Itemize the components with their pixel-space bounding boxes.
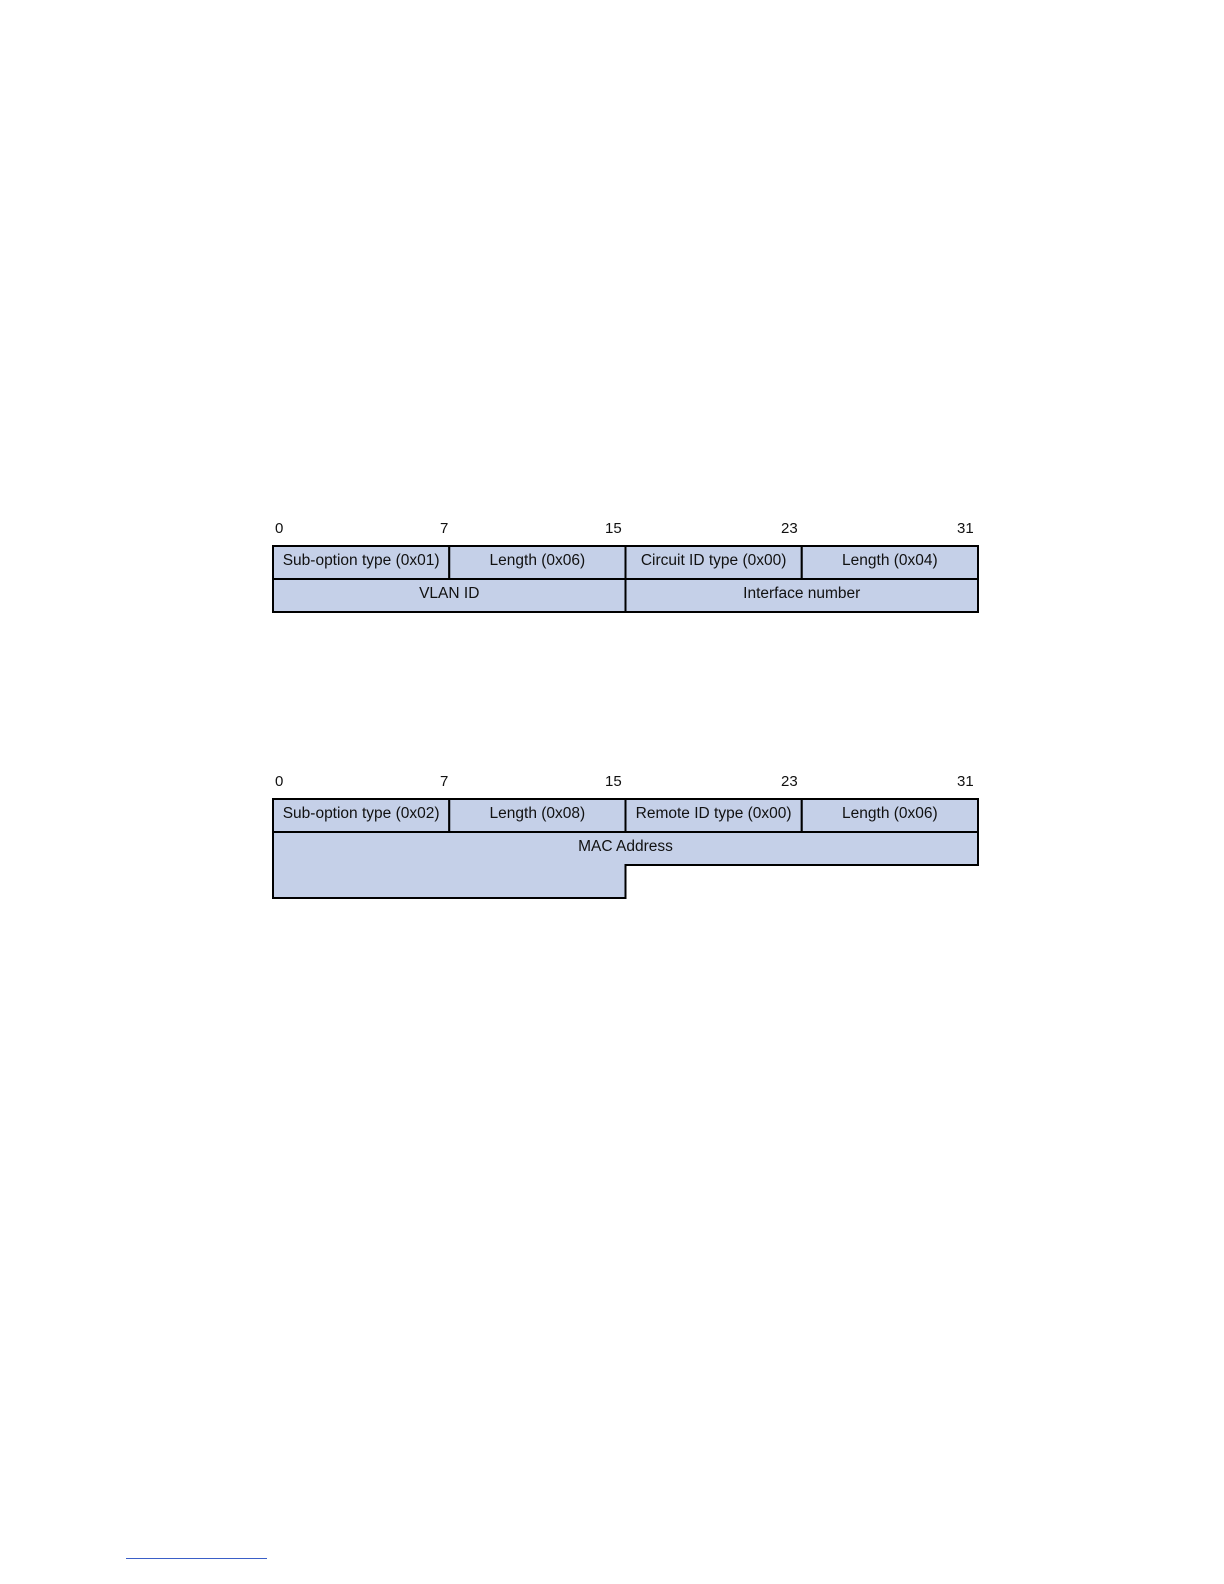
remote-id-suboption-diagram: 0 7 15 23 31 Sub-option type (0x02) Leng…: [273, 773, 978, 897]
remote-field-labels: Sub-option type (0x02) Length (0x08) Rem…: [273, 773, 978, 897]
field-remote-id-type: Remote ID type (0x00): [626, 804, 802, 824]
field-suboption-type: Sub-option type (0x01): [273, 551, 449, 571]
field-mac-address: MAC Address: [273, 837, 978, 857]
field-length: Length (0x06): [802, 804, 978, 824]
field-vlan-id: VLAN ID: [273, 584, 626, 604]
field-length: Length (0x04): [802, 551, 978, 571]
field-interface-number: Interface number: [626, 584, 979, 604]
field-circuit-id-type: Circuit ID type (0x00): [626, 551, 802, 571]
field-length: Length (0x06): [449, 551, 625, 571]
footer-rule: [126, 1558, 267, 1559]
field-suboption-type: Sub-option type (0x02): [273, 804, 449, 824]
circuit-field-labels: Sub-option type (0x01) Length (0x06) Cir…: [273, 520, 978, 644]
circuit-id-suboption-diagram: 0 7 15 23 31 Sub-option type (0x01) Leng…: [273, 520, 978, 614]
field-length: Length (0x08): [449, 804, 625, 824]
